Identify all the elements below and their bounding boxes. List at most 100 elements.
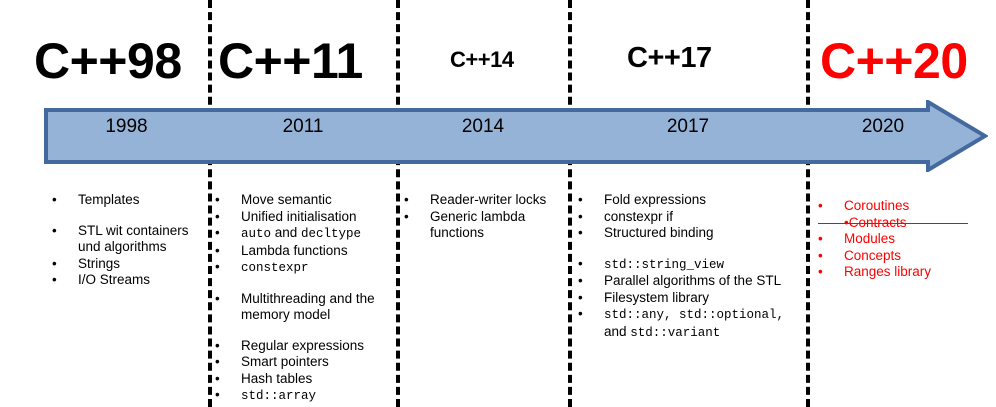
feature-item: • constexpr if [578, 209, 804, 226]
text-token: Unified initialisation [241, 208, 357, 224]
text-token: und algorithms [78, 239, 167, 254]
year-label-2017: 2017 [666, 116, 710, 137]
feature-text: Coroutines [844, 198, 909, 213]
list-spacer [215, 324, 393, 338]
feature-item: •Regular expressions [215, 338, 393, 355]
feature-item: • STL wit containers [52, 223, 204, 240]
feature-text: Structured binding [604, 225, 714, 240]
bullet-icon: • [818, 198, 823, 213]
text-token: Modules [844, 231, 896, 246]
feature-text: std::any, std::optional, [604, 306, 785, 322]
bullet-icon: • [578, 273, 583, 288]
feature-text: Smart pointers [241, 354, 329, 369]
text-token: Lambda functions [241, 242, 348, 258]
text-token: Generic lambda [430, 208, 526, 224]
text-token: Contracts [848, 214, 907, 230]
list-spacer [215, 277, 393, 291]
feature-list-cpp17: •Fold expressions•constexpr if•Structure… [578, 192, 804, 341]
feature-text: Generic lambda [430, 209, 525, 224]
feature-list-cpp11: • Move semantic • Unified initialisation • au… [215, 192, 393, 405]
bullet-icon: • [578, 255, 583, 271]
bullet-icon: • [215, 370, 220, 386]
code-token: std::array [241, 389, 317, 403]
timeline-arrow [44, 100, 988, 172]
feature-text: Concepts [844, 248, 901, 263]
feature-text: functions [430, 225, 484, 240]
text-token: Regular expressions [241, 337, 365, 353]
feature-item-continuation: and std::variant [578, 324, 804, 342]
text-token: Templates [78, 192, 140, 207]
feature-text: STL wit containers [78, 223, 189, 238]
text-token: Structured binding [604, 225, 714, 240]
divider-cpp11-cpp14 [396, 0, 400, 407]
bullet-icon: • [215, 208, 220, 224]
feature-text: Parallel algorithms of the STL [604, 273, 781, 288]
text-token: I/O Streams [78, 272, 151, 287]
feature-item: • std::string_view [578, 256, 804, 274]
feature-text: Regular expressions [241, 338, 364, 353]
feature-item: •Reader-writer locks [404, 192, 564, 209]
text-token: Smart pointers [241, 354, 329, 369]
feature-item-continuation: memory model [215, 307, 393, 324]
text-token: Strings [78, 255, 121, 271]
divider-cpp14-cpp17 [568, 0, 572, 407]
era-heading-cpp11: C++11 [218, 33, 363, 89]
bullet-icon: • [52, 222, 57, 238]
feature-item: • I/O Streams [52, 272, 204, 289]
bullet-icon: • [578, 208, 583, 224]
feature-item: •Filesystem library [578, 290, 804, 307]
feature-item: •Modules [818, 231, 968, 248]
bullet-icon: • [578, 192, 583, 207]
year-label-2011: 2011 [282, 116, 324, 137]
feature-text: Reader-writer locks [430, 192, 546, 207]
text-token: Move semantic [241, 192, 332, 207]
feature-text: Modules [844, 231, 895, 246]
year-label-2014: 2014 [461, 116, 505, 137]
text-token: and [604, 323, 631, 339]
code-token: auto [241, 227, 272, 241]
feature-text: Unified initialisation [241, 209, 357, 224]
feature-item: •std::any, std::optional, [578, 306, 804, 324]
feature-text: std::string_view [604, 256, 725, 272]
feature-text: Contracts [849, 215, 907, 230]
feature-item: • Parallel algorithms of the STL [578, 273, 804, 290]
code-token: decltype [301, 227, 362, 241]
bullet-icon: • [215, 192, 220, 207]
bullet-icon: • [215, 259, 220, 274]
feature-item: •Strings [52, 256, 204, 273]
feature-item-continuation: und algorithms [52, 239, 204, 256]
feature-item: •Concepts [818, 248, 968, 265]
text-token: and [271, 225, 302, 240]
era-heading-cpp20: C++20 [820, 33, 968, 89]
text-token: Reader-writer locks [430, 192, 547, 207]
text-token: Hash tables [241, 370, 313, 386]
bullet-icon: • [52, 272, 57, 287]
divider-cpp17-cpp20 [806, 0, 810, 407]
feature-text: constexpr [241, 259, 309, 275]
code-token: std::string_view [604, 257, 725, 272]
code-token: std::variant [630, 325, 721, 340]
text-token: constexpr if [604, 208, 674, 224]
text-token: Ranges library [844, 264, 932, 279]
feature-text: constexpr if [604, 209, 673, 224]
bullet-icon: • [52, 192, 57, 207]
bullet-icon: • [215, 242, 220, 258]
text-token: Concepts [844, 247, 902, 263]
feature-item: •Contracts [818, 215, 968, 232]
year-label-2020: 2020 [861, 116, 905, 137]
code-token: std::any, std::optional, [604, 308, 785, 322]
bullet-icon: • [844, 214, 849, 230]
bullet-icon: • [404, 208, 409, 224]
bullet-icon: • [818, 264, 823, 279]
bullet-icon: • [215, 354, 220, 369]
feature-text: und algorithms [78, 239, 167, 254]
era-heading-cpp98: C++98 [34, 33, 182, 89]
feature-item: • Templates [52, 192, 204, 209]
bullet-icon: • [215, 225, 220, 240]
feature-item: • auto and decltype [215, 225, 393, 243]
feature-text: and std::variant [604, 323, 721, 340]
feature-text: Ranges library [844, 264, 931, 279]
